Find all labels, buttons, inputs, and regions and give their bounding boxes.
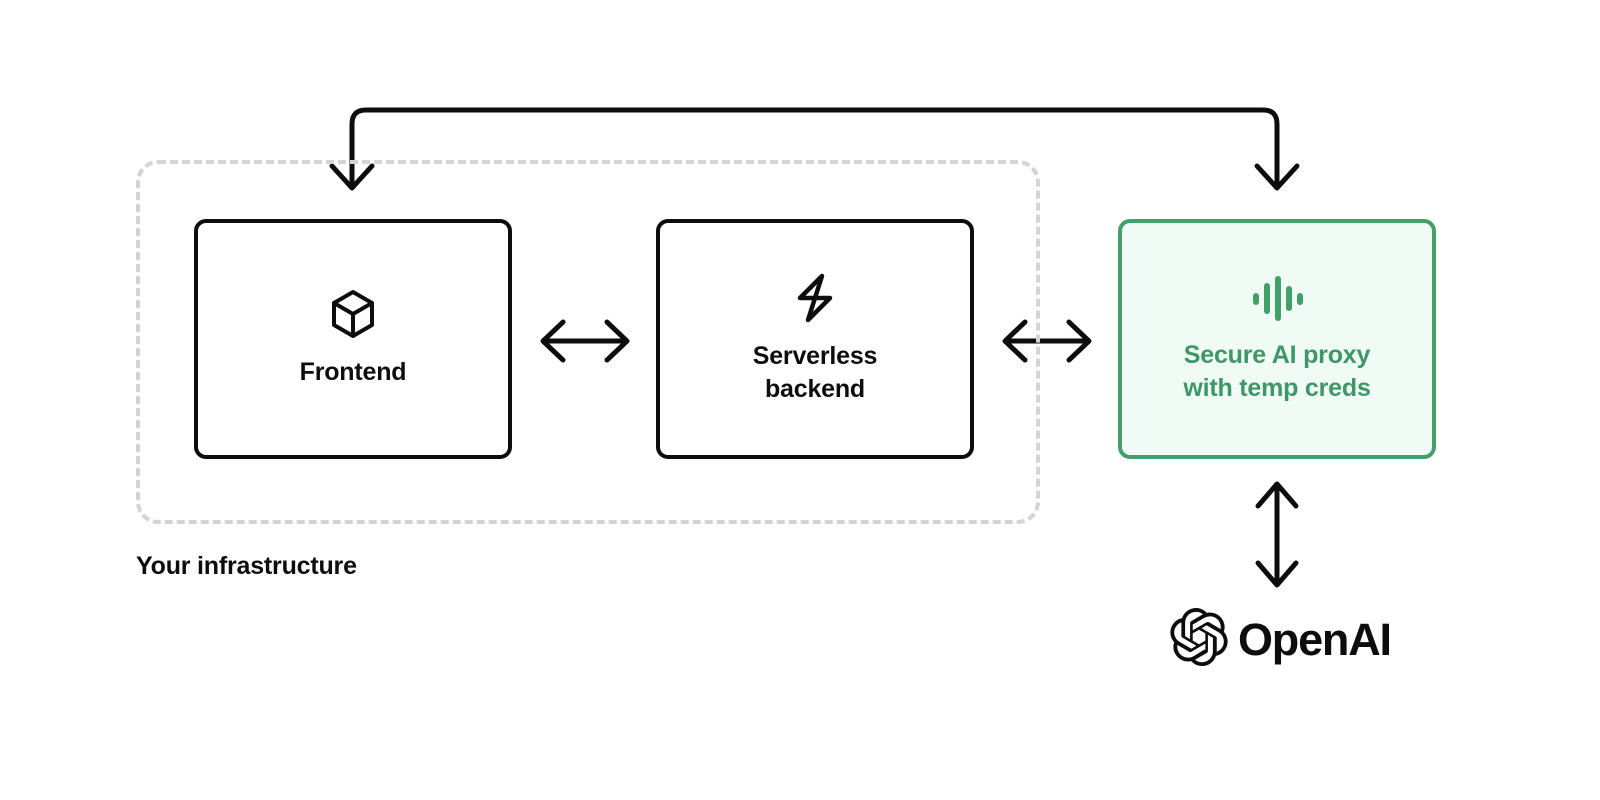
node-frontend[interactable]: Frontend [194, 219, 512, 459]
node-backend-label: Serverless backend [752, 341, 878, 403]
infrastructure-boundary [136, 160, 1040, 524]
node-frontend-label: Frontend [299, 358, 407, 386]
infrastructure-label: Your infrastructure [136, 552, 357, 580]
cube-icon [330, 289, 376, 344]
lightning-bolt-icon [792, 273, 838, 328]
connector-frontend-backend [540, 319, 630, 363]
connector-backend-proxy [1002, 319, 1092, 363]
audio-waveform-icon [1251, 274, 1303, 327]
connector-proxy-openai [1255, 481, 1299, 588]
connector-frontend-proxy-bracket [329, 107, 1300, 191]
node-proxy[interactable]: Secure AI proxy with temp creds [1118, 219, 1436, 459]
openai-blossom-icon [1170, 608, 1228, 671]
node-proxy-label: Secure AI proxy with temp creds [1183, 340, 1371, 402]
node-backend[interactable]: Serverless backend [656, 219, 974, 459]
openai-logo: OpenAI [1170, 608, 1392, 671]
openai-wordmark: OpenAI [1238, 614, 1392, 665]
